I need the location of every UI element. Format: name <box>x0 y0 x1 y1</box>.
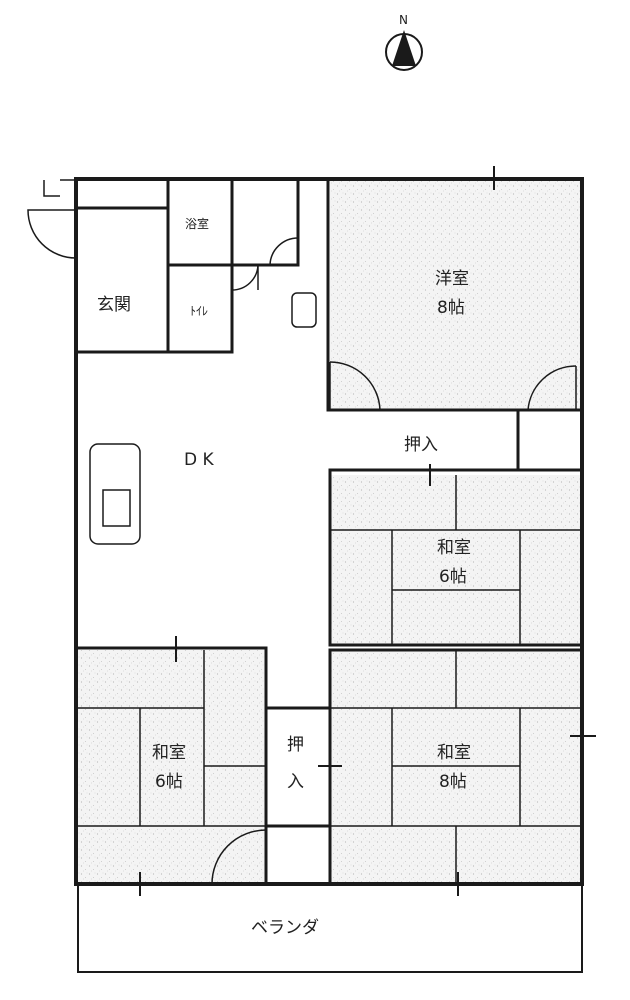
western-door-left-icon <box>329 361 381 411</box>
washitsu-6-left-name: 和室 <box>152 743 186 763</box>
tatami-lines <box>78 475 582 884</box>
western-room-size: 8帖 <box>437 298 465 318</box>
walls <box>74 177 584 973</box>
closet-mid-label-2: 入 <box>287 772 304 792</box>
closet-mid-label-1: 押 <box>287 735 304 755</box>
washitsu-8-name: 和室 <box>437 743 471 763</box>
entrance-door-icon <box>27 209 77 259</box>
bath-label: 浴室 <box>185 216 209 231</box>
toilet-fixture-icon <box>291 292 317 328</box>
dimension-ticks <box>139 166 596 896</box>
closet-top-label: 押入 <box>404 435 438 455</box>
western-door-right-icon <box>527 365 577 411</box>
washitsu-8-size: 8帖 <box>439 772 467 792</box>
room-labels: 玄関 浴室 ﾄｲﾚ D K 洋室 8帖 押入 和室 6帖 和室 6帖 押 入 和… <box>97 216 471 938</box>
genkan-label: 玄関 <box>97 295 131 315</box>
washitsu-6-left-floor <box>78 650 266 884</box>
dk-label: D K <box>184 450 214 470</box>
compass-label: N <box>399 13 408 27</box>
western-room-floor <box>330 180 582 410</box>
washitsu-door-icon <box>211 829 267 885</box>
fixtures <box>89 292 317 545</box>
washitsu-6-right-size: 6帖 <box>439 567 467 587</box>
washitsu-6-left-size: 6帖 <box>155 772 183 792</box>
veranda-label: ベランダ <box>251 918 319 938</box>
toilet-label: ﾄｲﾚ <box>190 304 208 318</box>
western-room-name: 洋室 <box>435 269 469 289</box>
kitchen-counter-icon <box>89 443 141 545</box>
sink-icon <box>102 489 131 527</box>
north-arrow-icon <box>392 30 416 66</box>
compass: N <box>385 13 423 71</box>
washitsu-6-right-name: 和室 <box>437 538 471 558</box>
doors <box>27 179 577 885</box>
